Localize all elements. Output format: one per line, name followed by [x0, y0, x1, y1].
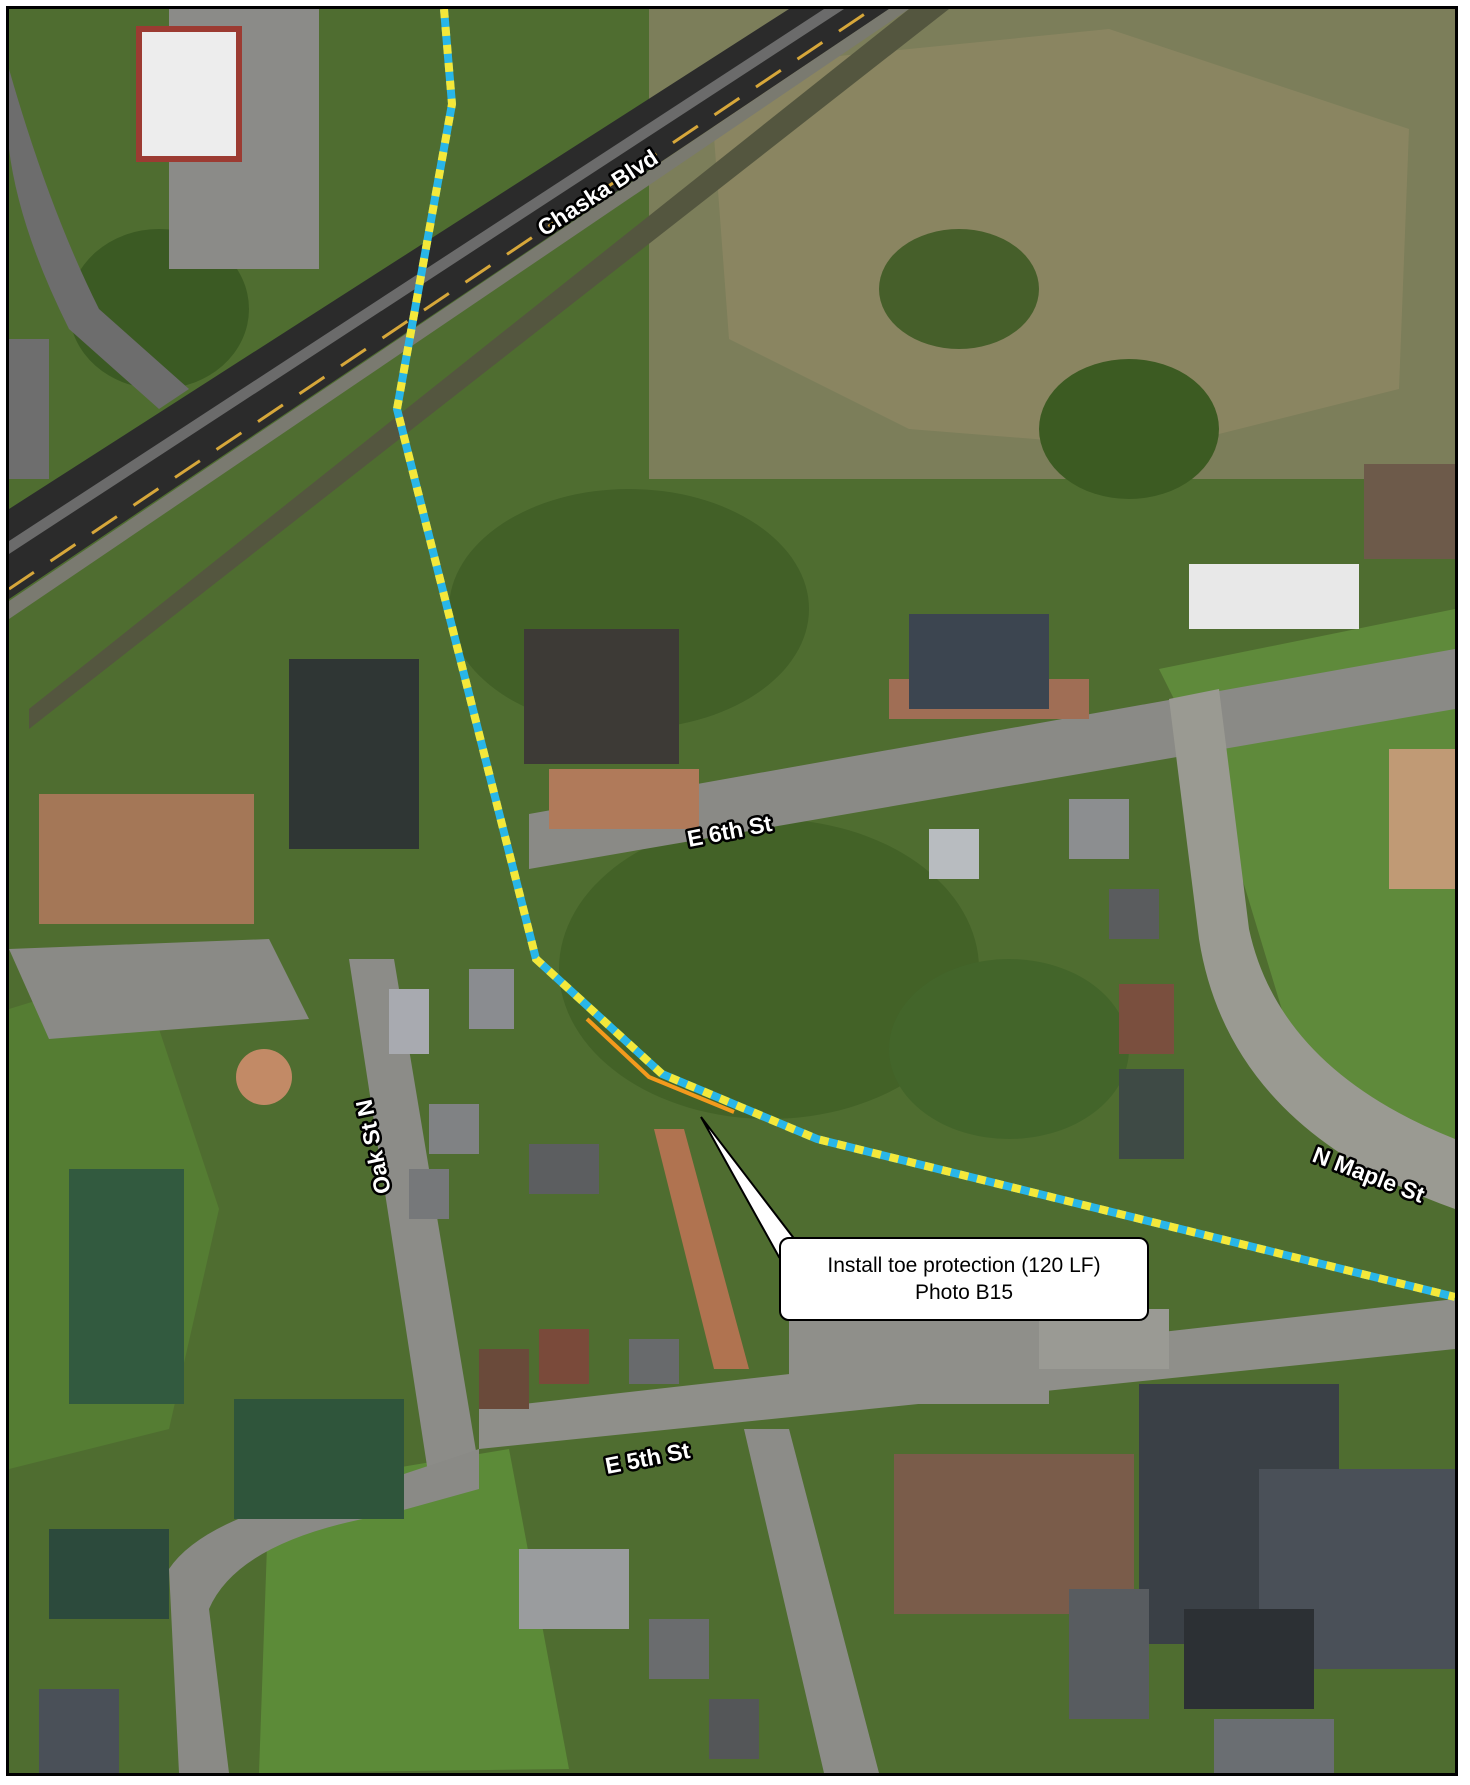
- house: [629, 1339, 679, 1384]
- substation: [39, 794, 254, 924]
- school-building: [894, 1454, 1134, 1614]
- aerial-imagery: Chaska Blvd E 6th St E 5th St Oak St N N…: [9, 9, 1455, 1773]
- school-building: [1214, 1719, 1334, 1773]
- house: [389, 989, 429, 1054]
- toe-protection-line: [585, 1017, 735, 1114]
- house: [539, 1329, 589, 1384]
- building: [524, 629, 679, 764]
- building: [909, 614, 1049, 709]
- n-maple-st-road: [1169, 689, 1455, 1209]
- building: [136, 26, 242, 162]
- house: [1119, 1069, 1184, 1159]
- house: [409, 1169, 449, 1219]
- house: [479, 1349, 529, 1409]
- creek-route-dashes: [392, 9, 1455, 1301]
- building: [1364, 464, 1455, 559]
- school-building: [1184, 1609, 1314, 1709]
- house: [519, 1549, 629, 1629]
- house: [469, 969, 514, 1029]
- building: [1389, 749, 1455, 889]
- house: [1069, 799, 1129, 859]
- church: [69, 1169, 184, 1404]
- church-hall: [234, 1399, 404, 1519]
- house: [929, 829, 979, 879]
- building: [1189, 564, 1359, 629]
- house: [1119, 984, 1174, 1054]
- school-building: [1069, 1589, 1149, 1719]
- callout-line-1: Install toe protection (120 LF): [827, 1254, 1101, 1277]
- building: [39, 1689, 119, 1773]
- e-6th-st-road: [529, 649, 1455, 869]
- house: [429, 1104, 479, 1154]
- callout-line-2: Photo B15: [914, 1281, 1014, 1304]
- house: [1109, 889, 1159, 939]
- house: [709, 1699, 759, 1759]
- house: [529, 1144, 599, 1194]
- aerial-map[interactable]: Chaska Blvd E 6th St E 5th St Oak St N N…: [6, 6, 1458, 1776]
- callout-box: Install toe protection (120 LF) Photo B1…: [779, 1237, 1149, 1321]
- building: [289, 659, 419, 849]
- house: [649, 1619, 709, 1679]
- building: [9, 339, 49, 479]
- playground: [236, 1049, 292, 1105]
- building: [49, 1529, 169, 1619]
- chaska-blvd-road: [9, 9, 889, 599]
